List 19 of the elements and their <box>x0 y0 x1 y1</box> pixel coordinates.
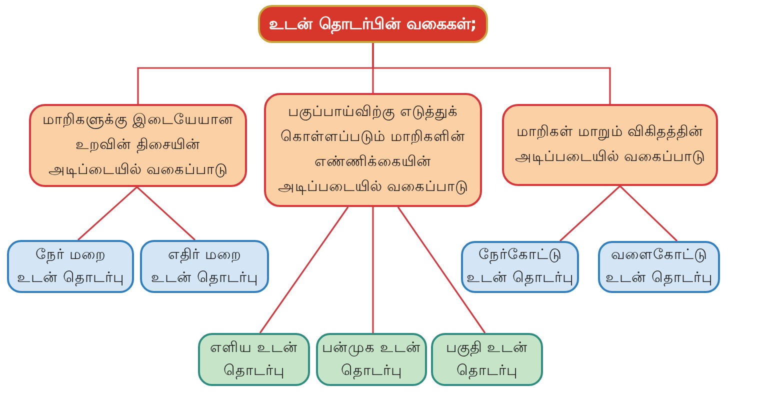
type-box: வளைகோட்டு உடன் தொடர்பு <box>598 241 720 293</box>
type-box: எளிய உடன் தொடர்பு <box>198 333 310 386</box>
heading-box: உடன் தொடர்பின் வகைகள்; <box>258 5 488 43</box>
type-box: நேர்கோட்டு உடன் தொடர்பு <box>461 241 579 293</box>
category-box: பகுப்பாய்விற்கு எடுத்துக் கொள்ளப்படும் மாறிகளின் எண்ணிக்கையின் அடிப்படையில் வகைப்பாடு <box>264 93 482 207</box>
connector-line <box>372 207 374 333</box>
category-box: மாறிகளுக்கு இடையேயான உறவின் திசையின் அடிப்டையில் வகைப்பாடு <box>29 104 247 187</box>
type-box: எதிர் மறை உடன் தொடர்பு <box>140 240 269 293</box>
connector-line <box>619 185 678 242</box>
connector-line <box>397 206 486 334</box>
connector-line <box>372 43 611 104</box>
category-box: மாறிகள் மாறும் விகிதத்தின் அடிப்படையில் வகைப்பாடு <box>502 104 718 186</box>
connector-line <box>77 186 138 241</box>
connector-line <box>136 186 196 241</box>
type-box: பன்முக உடன் தொடர்பு <box>316 333 427 386</box>
type-box: பகுதி உடன் தொடர்பு <box>431 333 543 386</box>
connector-line <box>559 185 621 242</box>
type-box: நேர் மறை உடன் தொடர்பு <box>7 240 134 293</box>
connector-line <box>259 206 349 334</box>
